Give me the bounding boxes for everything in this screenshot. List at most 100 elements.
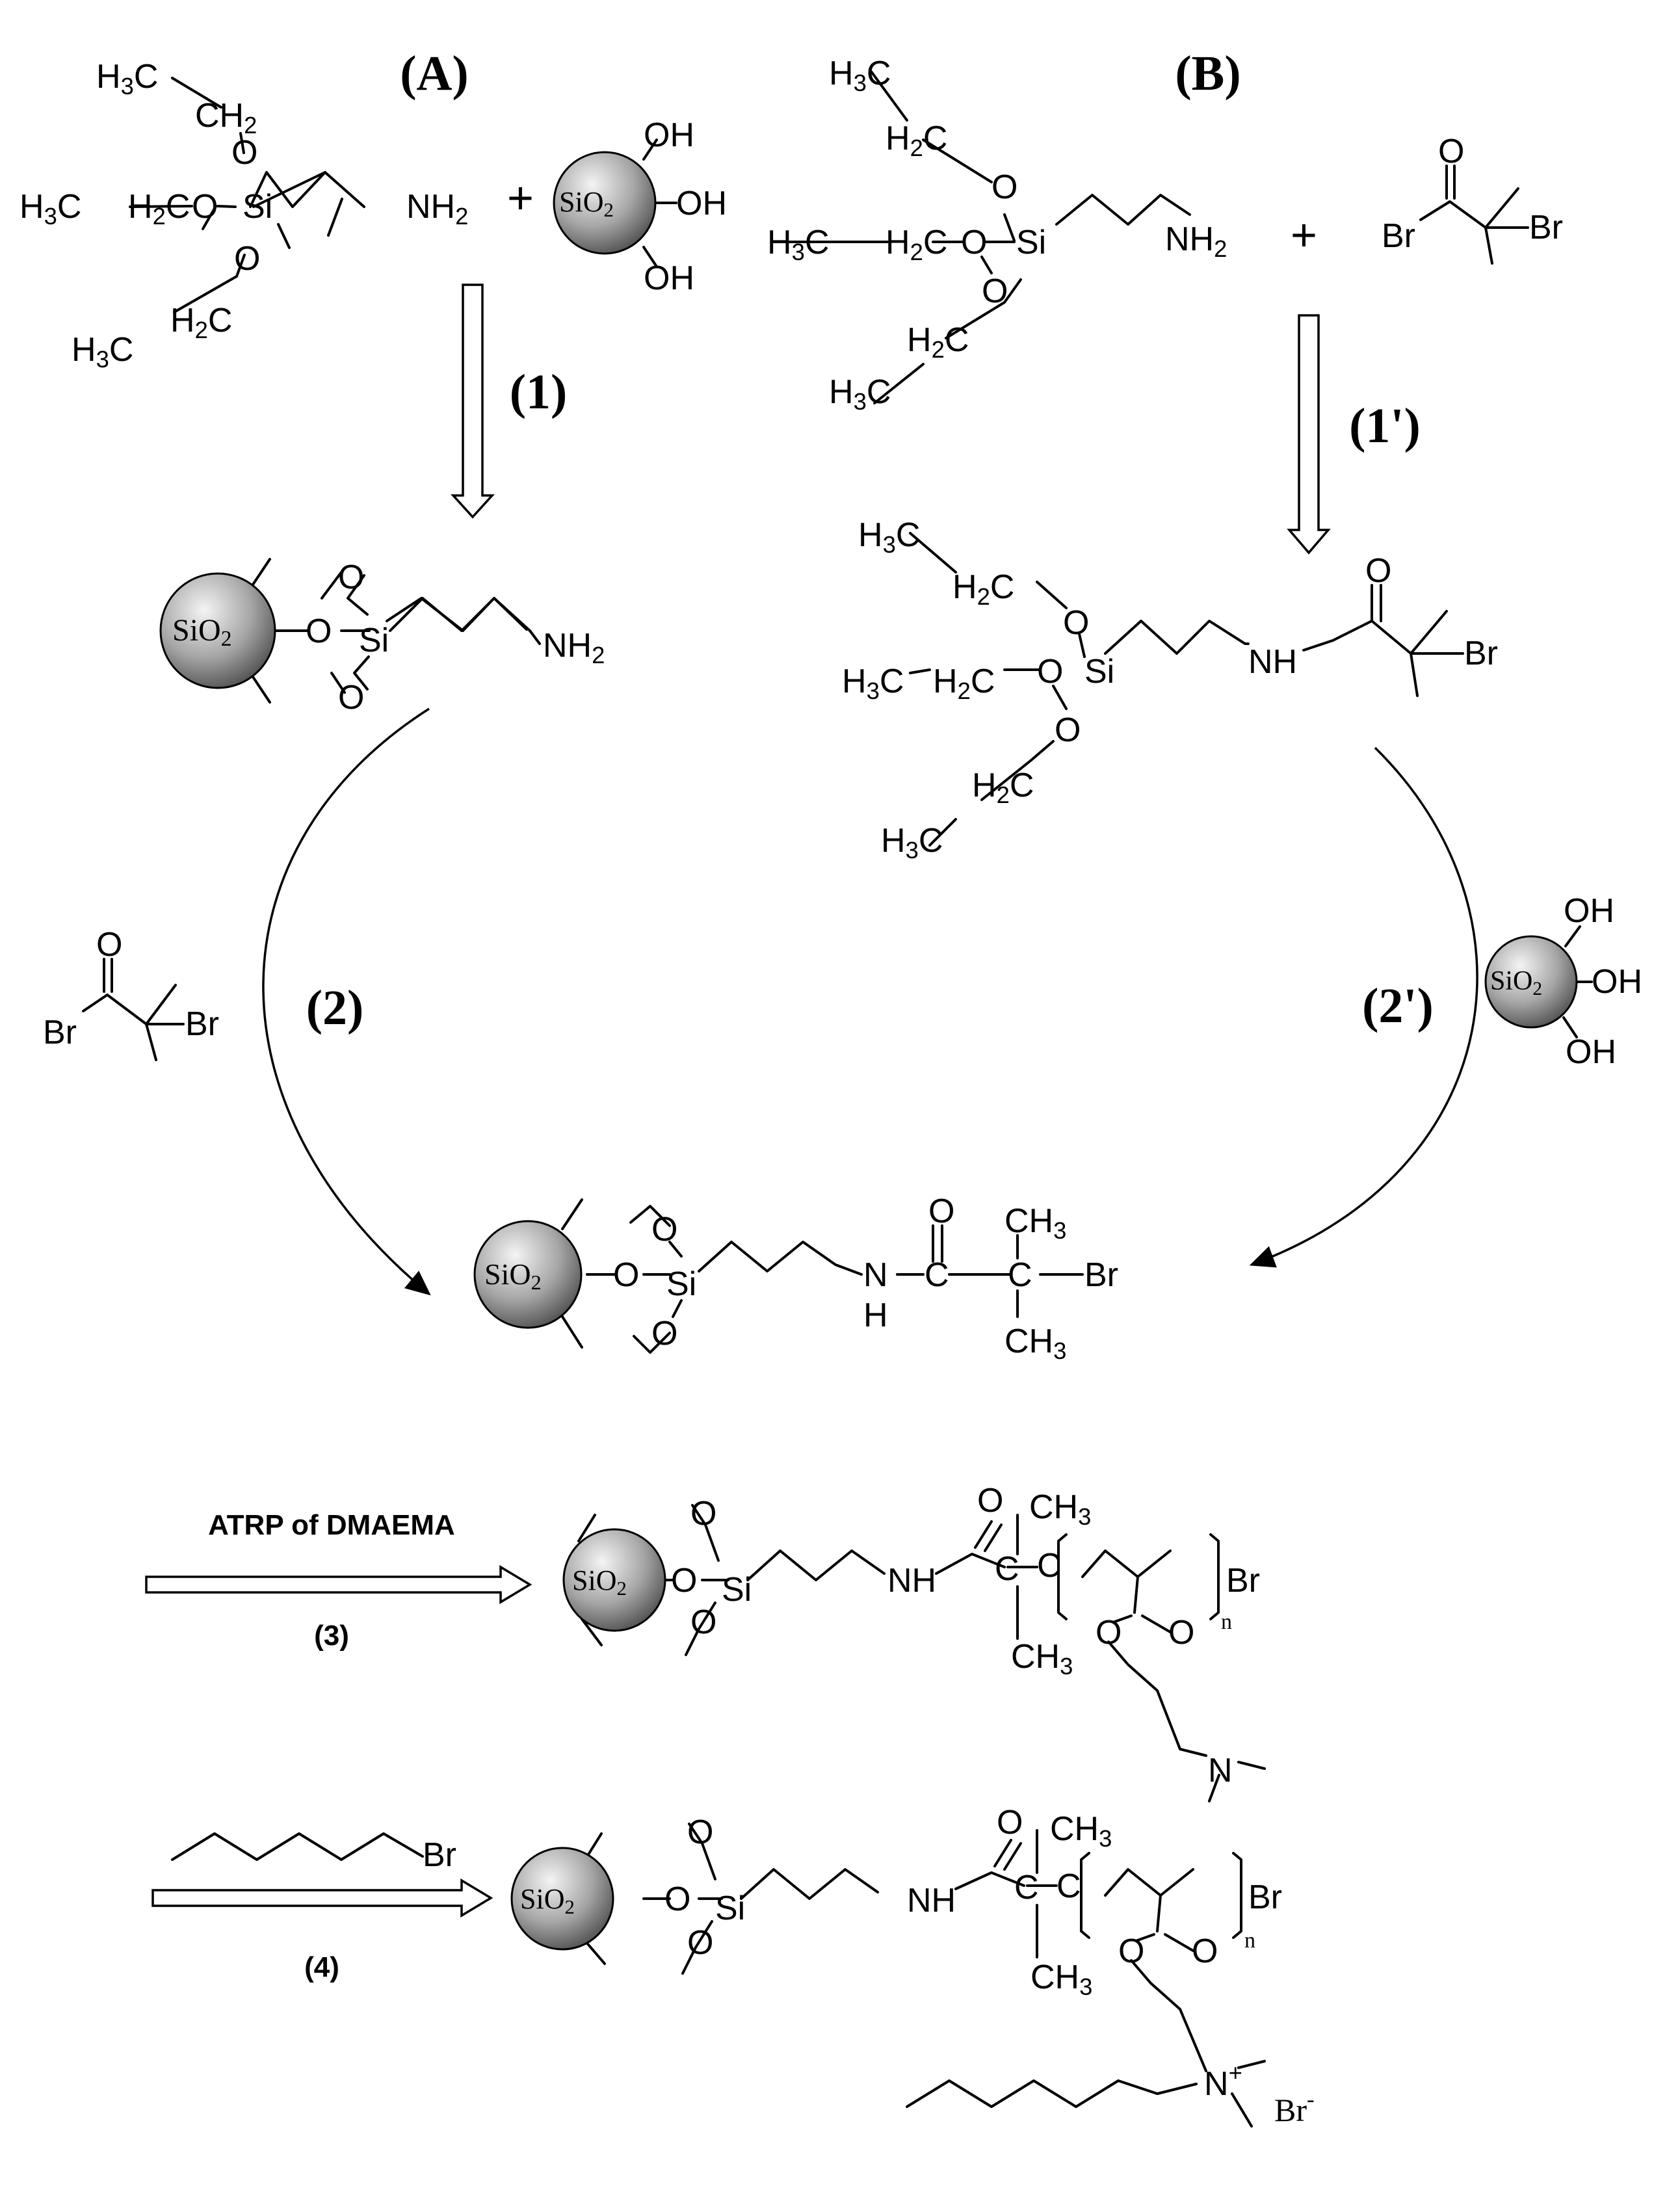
repeat-index-n: n [1244,1929,1255,1953]
panel-label-a: (A) [400,46,469,101]
bromide-counterion: Br- [1274,2087,1315,2128]
atom-o: O [671,1562,697,1600]
arrow-step-4 [151,1878,493,1918]
step-label-4: (4) [304,1951,339,1983]
atom-ch3: CH3 [1004,1202,1066,1244]
atom-o: O [1037,653,1063,691]
sio2-label: SiO2 [484,1258,542,1294]
atom-oh: OH [644,116,694,154]
atom-o: O [96,926,122,964]
step-label-1: (1) [510,365,568,419]
atom-o: O [338,679,364,717]
arrow-step-1 [451,283,495,519]
atom-o: O [651,1315,677,1352]
atom-o: O [234,240,260,278]
atom-o: O [1063,604,1089,642]
atom-oh: OH [1564,892,1614,930]
atom-h3c: H3C [858,516,920,558]
silica-hydroxyl-b: SiO2 OH OH OH [1484,892,1642,1071]
atom-c: C [1008,1256,1032,1294]
atom-h2c: H2C [972,767,1034,808]
silica-bib-initiator: SiO2 O Si O O N H C O C CH3 CH3 Br [473,1193,1118,1364]
atom-h2c: H2C [128,188,190,230]
atom-n: N [863,1256,888,1294]
atom-ch3: CH3 [1029,1488,1091,1530]
atom-si: Si [1016,224,1046,261]
silica-quaternized-pdmaema: SiO2 O Si O O NH C O C CH3 CH3 O O Br n … [510,1804,1315,2128]
atom-ch3: CH3 [1004,1323,1066,1364]
atom-nh2: NH2 [1165,220,1227,262]
step-label-2: (2) [306,981,364,1035]
atom-h2c: H2C [886,224,947,265]
atom-o: O [687,1924,713,1962]
atom-o: O [1096,1614,1122,1652]
atom-o: O [1438,133,1464,170]
atom-h3c: H3C [20,188,81,230]
arrow-step-2-prime [1249,746,1478,1268]
atom-c: C [925,1256,949,1294]
atom-oh: OH [1566,1033,1616,1071]
atom-c: C [1014,1869,1039,1906]
atom-o: O [687,1813,713,1851]
atom-si: Si [359,622,389,659]
atom-h2c: H2C [933,663,995,704]
atom-h3c: H3C [829,373,891,415]
atom-si: Si [715,1890,745,1927]
step-label-3: (3) [314,1620,349,1652]
atom-si: Si [722,1571,752,1609]
bibb-reagent-top: O Br Br [1382,133,1563,265]
atom-c: C [1037,1547,1062,1585]
atom-o: O [613,1256,639,1294]
hexyl-bromide-reagent: Br [171,1832,456,1874]
silica-particle-icon [553,151,657,255]
atom-o: O [928,1193,954,1230]
atom-nh2: NH2 [543,627,605,668]
atom-si: Si [243,188,272,226]
atom-h2c: H2C [952,568,1014,610]
atom-o: O [306,613,332,650]
atom-o: O [982,272,1008,310]
arrow-step-2 [262,707,431,1296]
atom-br: Br [1084,1256,1118,1294]
atom-nh: NH [887,1562,936,1600]
atom-o: O [961,224,987,261]
atom-h: H [863,1297,888,1334]
aptes-bib-intermediate: H3C H2C O H3C H2C O Si O H2C H3C NH O Br [842,516,1498,863]
atrp-label: ATRP of DMAEMA [208,1509,455,1541]
atom-h2c: H2C [907,321,969,363]
bibb-reagent-left: O Br Br [43,926,219,1061]
silica-particle-icon [1484,935,1578,1029]
atom-o: O [192,188,218,226]
atom-n: N [1208,1752,1233,1789]
atom-h2c: H2C [886,120,947,161]
atom-c: C [1057,1867,1081,1905]
repeat-index-n: n [1221,1610,1232,1634]
silica-particle-icon [510,1847,614,1951]
atom-o: O [1118,1932,1144,1970]
atom-nh: NH [907,1882,956,1919]
atom-n-plus: N+ [1204,2059,1242,2103]
aptes-molecule-b: H3C H2C O H3C H2C O Si O H2C H3C NH2 [767,55,1227,415]
atom-br: Br [43,1014,77,1051]
sio2-label: SiO2 [572,1564,627,1600]
atom-o: O [1055,711,1081,749]
atom-br: Br [185,1005,219,1043]
atom-h3c: H3C [881,822,943,863]
atom-o: O [690,1603,716,1641]
aptes-molecule-a: H3C CH2 O H3C H2C O Si O H3C H2C NH2 [20,58,468,373]
sio2-label: SiO2 [559,186,614,221]
atom-br: Br [423,1836,456,1874]
atom-o: O [338,559,364,596]
sio2-label: SiO2 [1490,966,1542,999]
atom-o: O [977,1482,1003,1520]
atom-oh: OH [1592,963,1642,1001]
step-label-2-prime: (2') [1362,979,1434,1033]
silica-hydroxyl-a: SiO2 OH OH OH [553,116,727,297]
atom-h3c: H3C [829,55,891,96]
atom-o: O [690,1495,716,1533]
atom-h2c: H2C [170,302,232,343]
silica-particle-icon [562,1528,666,1632]
atom-ch2: CH2 [195,97,257,138]
atom-c: C [995,1550,1019,1588]
